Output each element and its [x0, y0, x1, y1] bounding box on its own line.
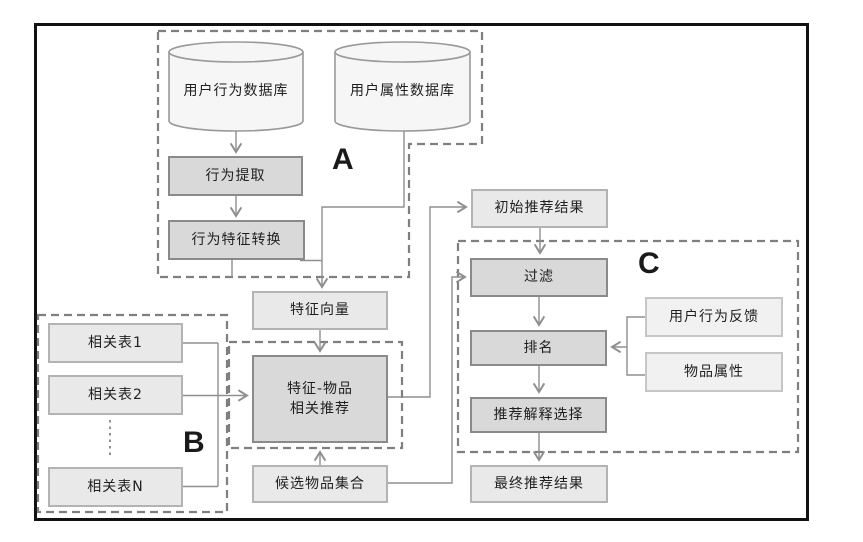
feature-item-outline: [227, 340, 404, 450]
related-table-2-box: 相关表2: [48, 375, 183, 415]
edge-candidates-to-filter: [388, 270, 467, 484]
related-table-n-box: 相关表N: [48, 467, 183, 507]
candidate-item-set-box: 候选物品集合: [252, 465, 388, 503]
attribute-db-cylinder-body: [334, 52, 471, 132]
user-attribute-db: 用户属性数据库: [350, 83, 455, 99]
feature-item-recommendation-box: 特征-物品 相关推荐: [252, 355, 388, 443]
initial-results-box: 初始推荐结果: [471, 189, 608, 228]
behavior-db-cylinder-top: [168, 41, 304, 63]
ranking-box: 排名: [470, 330, 607, 366]
final-results-box: 最终推荐结果: [470, 465, 608, 503]
edge-featureitem-to-initial: [388, 200, 468, 398]
edge-attributedb-to-vector: [315, 131, 405, 289]
edge-feedback-to-ranking: [612, 316, 645, 376]
module-a-label: A: [332, 143, 354, 176]
edge-tables-trunk: [183, 342, 219, 488]
feature-vector-box: 特征向量: [252, 291, 388, 330]
behavior-db-cylinder-body: [168, 52, 304, 132]
database-cylinders: [168, 41, 471, 132]
user-behavior-feedback-box: 用户行为反馈: [645, 297, 783, 337]
related-table-1-box: 相关表1: [48, 323, 183, 363]
module-c-outline: [456, 239, 800, 454]
connectors: [109, 131, 645, 488]
behavior-extraction-box: 行为提取: [168, 156, 303, 196]
module-a-outline: [156, 29, 484, 279]
behavior-feature-transform-box: 行为特征转换: [168, 220, 305, 260]
feature-item-line1: 特征-物品: [286, 380, 354, 397]
module-c-label: C: [638, 247, 660, 280]
explanation-selection-box: 推荐解释选择: [470, 397, 607, 433]
module-outlines: [36, 29, 800, 514]
module-b-outline: [36, 313, 229, 514]
module-b-label: B: [183, 426, 205, 459]
filter-box: 过滤: [470, 258, 608, 297]
feature-item-line2: 相关推荐: [290, 401, 350, 417]
user-behavior-db: 用户行为数据库: [183, 83, 289, 99]
item-attributes-box: 物品属性: [645, 352, 783, 392]
attribute-db-cylinder-top: [334, 41, 471, 63]
